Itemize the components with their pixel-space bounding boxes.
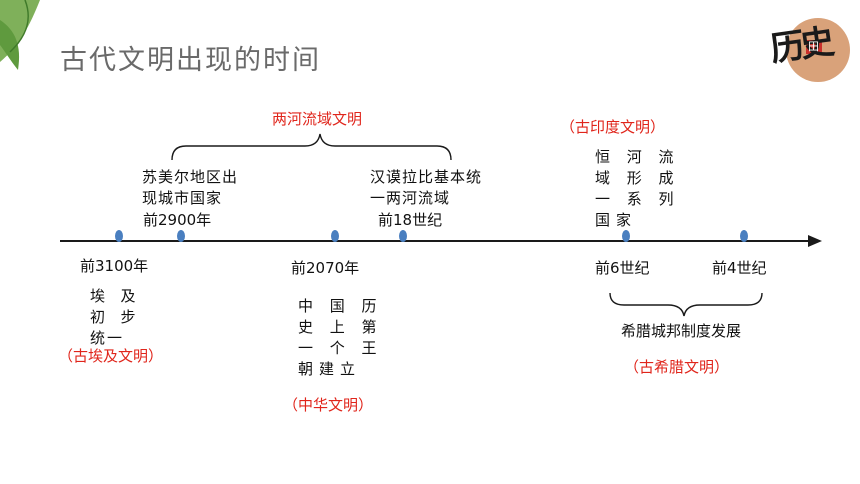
date-18c: 前18世纪 [378,211,443,229]
event-sumer: 苏美尔地区出 现城市国家 [142,168,239,207]
timeline-dot [740,230,748,242]
timeline-dot [622,230,630,242]
leaf-decoration-icon [0,0,40,70]
date-6c: 前6世纪 [595,259,650,277]
civ-egypt: （古埃及文明） [58,347,164,365]
event-ganges: 恒 河 流 域 形 成 一 系 列 国家 [595,148,680,229]
brace-greece [609,292,763,317]
logo-seal-text: 田 [808,40,819,53]
group-label-two-rivers: 两河流域文明 [272,110,363,128]
group-label-india: （古印度文明） [560,118,666,136]
brace-two-rivers [171,133,452,161]
timeline-dot [177,230,185,242]
date-3100: 前3100年 [80,257,149,275]
timeline-dot [115,230,123,242]
date-2070: 前2070年 [291,259,360,277]
date-2900: 前2900年 [143,211,212,229]
civ-china: （中华文明） [283,396,374,414]
timeline-dot [331,230,339,242]
event-xia: 中 国 历 史 上 第 一 个 王 朝建立 [298,297,383,378]
event-egypt: 埃 及 初 步 统一 [90,287,138,347]
logo-text: 历史 [767,21,833,70]
event-greece: 希腊城邦制度发展 [621,322,742,340]
logo-icon [786,18,850,82]
axis-arrow-icon [808,235,822,247]
date-4c: 前4世纪 [712,259,767,277]
civ-greece: （古希腊文明） [624,358,730,376]
event-hammurabi: 汉谟拉比基本统 一两河流域 [370,168,483,207]
page-title: 古代文明出现的时间 [60,45,321,76]
timeline-dot [399,230,407,242]
